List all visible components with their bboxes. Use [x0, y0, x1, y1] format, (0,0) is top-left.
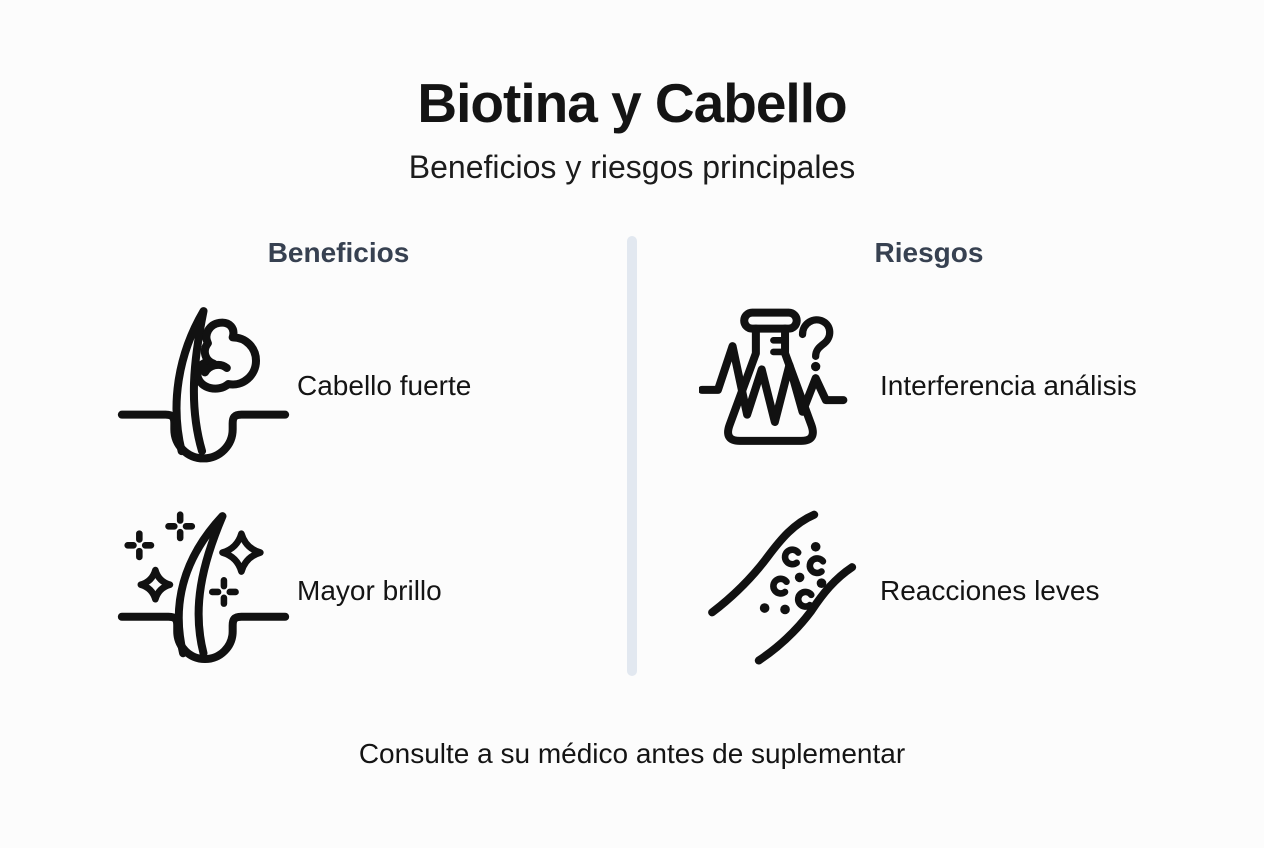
lab-test-interference-icon [699, 298, 874, 473]
skin-reaction-icon [699, 503, 874, 678]
benefit-item: Cabello fuerte [0, 298, 627, 473]
benefit-label: Mayor brillo [297, 574, 442, 606]
hair-shine-icon [116, 503, 291, 678]
column-divider [627, 236, 637, 677]
footer-disclaimer: Consulte a su médico antes de suplementa… [358, 738, 906, 770]
comparison-columns: Beneficios Cabello fuerte [0, 236, 1264, 678]
page-title: Biotina y Cabello [417, 72, 847, 134]
benefits-column: Beneficios Cabello fuerte [0, 236, 627, 678]
benefits-column-header: Beneficios [267, 237, 410, 269]
benefit-label: Cabello fuerte [297, 369, 472, 401]
risk-label: Reacciones leves [880, 574, 1100, 606]
risks-column-header: Riesgos [874, 237, 984, 269]
risks-column: Riesgos Interferencia análisis [637, 236, 1264, 678]
risk-item: Reacciones leves [637, 503, 1264, 678]
hair-strength-icon [116, 298, 291, 473]
risk-item: Interferencia análisis [637, 298, 1264, 473]
page-subtitle: Beneficios y riesgos principales [408, 149, 856, 186]
benefit-item: Mayor brillo [0, 503, 627, 678]
risk-label: Interferencia análisis [880, 369, 1137, 401]
